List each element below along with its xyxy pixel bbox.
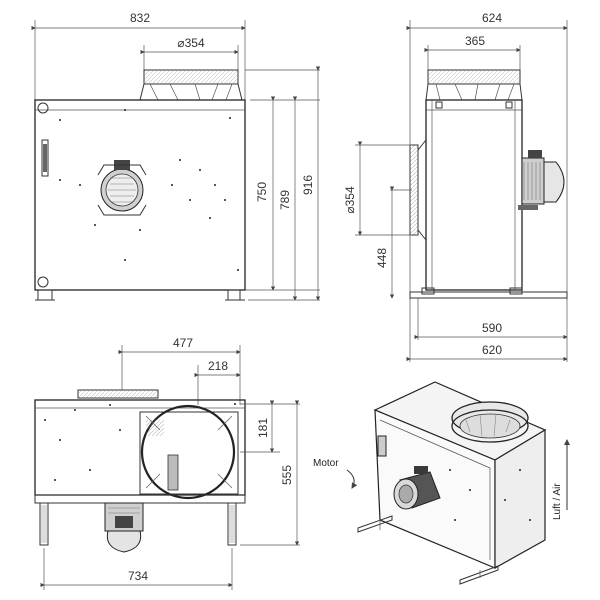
- dim-side-outlet: ⌀354 448: [343, 141, 412, 299]
- corner-bolt: [37, 276, 49, 288]
- dim-top-width: 734: [40, 548, 233, 590]
- motor-label: Motor: [313, 458, 339, 469]
- side-inlet-label: 365: [465, 34, 485, 48]
- corner-bolt: [37, 102, 49, 114]
- iso-inlet-ring: [451, 401, 529, 443]
- side-inlet-collar: [425, 69, 523, 101]
- dim-top-heights: 181 555: [240, 400, 300, 546]
- handle: [41, 139, 49, 177]
- dim-front-inlet: ⌀354: [140, 36, 239, 70]
- rotation-arrow: [346, 469, 358, 489]
- top-offset-218: 218: [208, 359, 228, 373]
- side-outlet-diameter: ⌀354: [343, 186, 357, 214]
- front-height-750: 750: [255, 182, 269, 202]
- top-width-734: 734: [128, 569, 148, 583]
- side-housing: [425, 99, 523, 291]
- top-height-555: 555: [280, 465, 294, 485]
- dim-side-width: 624: [406, 11, 568, 300]
- front-view: 832 ⌀354: [31, 11, 321, 301]
- side-base: [409, 287, 568, 299]
- iso-side-face: [494, 428, 546, 570]
- top-base-frame: [34, 494, 246, 504]
- front-inlet-collar: [139, 69, 243, 101]
- iso-feet: [357, 515, 499, 585]
- dim-front-heights: 750 789 916: [245, 66, 321, 301]
- side-base-590: 590: [482, 321, 502, 335]
- side-width-label: 624: [482, 11, 502, 25]
- front-height-916: 916: [301, 175, 315, 195]
- side-outlet-height: 448: [375, 248, 389, 268]
- top-height-181: 181: [256, 418, 270, 438]
- motor-front: [97, 160, 147, 216]
- iso-handle: [377, 435, 387, 457]
- dim-top-offsets: 477 218: [118, 336, 241, 405]
- top-legs: [39, 502, 237, 546]
- motor-side: [518, 150, 565, 210]
- side-outlet-flange: [409, 139, 427, 241]
- front-feet: [35, 289, 245, 301]
- top-offset-477: 477: [173, 336, 193, 350]
- front-width-label: 832: [130, 11, 150, 25]
- top-view: 477 218: [34, 336, 300, 590]
- front-height-789: 789: [278, 190, 292, 210]
- iso-motor: [393, 466, 441, 510]
- dim-side-base: 590 620: [406, 298, 568, 362]
- top-inlet-circle: [139, 404, 239, 500]
- front-housing: [34, 99, 246, 291]
- rivet-dots: [59, 109, 239, 271]
- dim-side-inlet: 365: [424, 34, 521, 70]
- side-view: 624 365: [343, 11, 568, 362]
- isometric-view: Motor Luft / Air: [313, 381, 570, 585]
- side-base-620: 620: [482, 343, 502, 357]
- front-inlet-label: ⌀354: [177, 36, 205, 50]
- top-rivet-dots: [44, 403, 236, 481]
- motor-top: [104, 502, 144, 553]
- dim-front-width: 832: [31, 11, 246, 100]
- airflow-label: Luft / Air: [552, 483, 563, 520]
